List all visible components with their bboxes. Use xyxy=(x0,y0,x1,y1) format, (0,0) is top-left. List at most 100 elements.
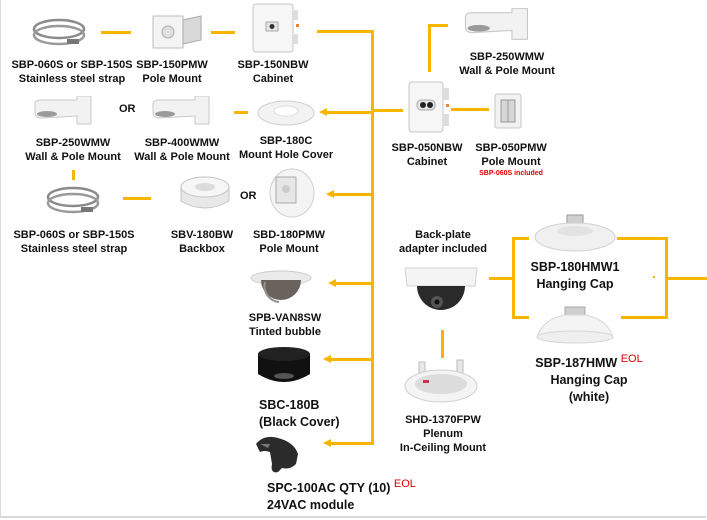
arrow-to-100ac xyxy=(323,439,331,447)
product-desc: Stainless steel strap xyxy=(18,73,126,85)
label-wall-250wmw-right: SBP-250WMW Wall & Pole Mount xyxy=(455,50,559,78)
stainless-steel-strap-icon xyxy=(46,186,100,214)
connector-main-to-180pmw xyxy=(334,193,373,196)
dome-camera-icon xyxy=(404,267,478,310)
connector-cabinet-to-main xyxy=(317,30,374,33)
stainless-steel-strap-icon xyxy=(32,18,86,46)
tinted-bubble-van8sw-icon xyxy=(250,270,312,303)
label-cabinet-050nbw: SBP-050NBW Cabinet xyxy=(387,141,467,169)
connector-strap-to-backbox xyxy=(123,197,151,200)
product-model: SHD-1370FPW xyxy=(405,414,481,426)
left-bracket-bottom xyxy=(512,316,529,319)
connector-main-to-050nbw xyxy=(373,109,403,112)
product-model: SBP-150NBW xyxy=(237,59,309,71)
label-strap-bottom: SBP-060S or SBP-150S Stainless steel str… xyxy=(11,228,137,256)
product-model: SBP-180HMW1 xyxy=(530,260,620,274)
label-pole-180pmw: SBD-180PMW Pole Mount xyxy=(247,228,331,256)
product-desc: Hanging Cap xyxy=(550,373,628,388)
pole-mount-050pmw-icon xyxy=(494,93,522,129)
right-bracket-bottom xyxy=(621,316,667,319)
or-label: OR xyxy=(119,103,136,115)
label-pole-150pmw: SBP-150PMW Pole Mount xyxy=(132,58,212,86)
arrow-to-180pmw xyxy=(326,190,334,198)
product-model: SBP-050PMW xyxy=(475,142,547,154)
arrow-to-180b xyxy=(323,355,331,363)
black-cover-180b-icon xyxy=(258,347,310,382)
product-model: SBC-180B xyxy=(259,398,320,412)
product-desc: Cabinet xyxy=(406,156,448,168)
label-wall-250wmw-left: SBP-250WMW Wall & Pole Mount xyxy=(21,136,125,164)
label-module-100ac: SPC-100AC QTY (10) EOL 24VAC module xyxy=(267,476,416,514)
connector-main-to-180c xyxy=(327,111,373,114)
label-cabinet-150nbw: SBP-150NBW Cabinet xyxy=(233,58,313,86)
product-model: SBP-060S or SBP-150S xyxy=(13,229,135,241)
wall-mount-400wmw-icon xyxy=(152,96,210,125)
right-bracket-top xyxy=(617,237,667,240)
left-bracket-vertical xyxy=(512,237,515,317)
product-desc: Hanging Cap xyxy=(536,277,614,291)
product-desc: In-Ceiling Mount xyxy=(399,442,487,454)
plenum-in-ceiling-mount-icon xyxy=(404,359,478,403)
left-bracket-top xyxy=(512,237,529,240)
connector-strap-to-pole xyxy=(101,31,131,34)
pole-mount-180pmw-icon xyxy=(269,168,315,218)
connector-camera-to-plenum xyxy=(441,330,444,358)
product-model: SPC-100AC QTY (10) xyxy=(267,481,391,496)
label-backbox-180bw: SBV-180BW Backbox xyxy=(165,228,239,256)
product-desc: Tinted bubble xyxy=(249,326,321,338)
or-label: OR xyxy=(240,190,257,202)
product-model: SBP-060S or SBP-150S xyxy=(11,59,133,71)
bracket-dot xyxy=(653,276,655,278)
product-desc: Cabinet xyxy=(252,73,294,85)
connector-050nbw-to-050pmw xyxy=(451,108,489,111)
pole-mount-150pmw-icon xyxy=(152,15,202,49)
connector-400wmw-to-180c xyxy=(234,111,248,114)
label-bubble-van8sw: SPB-VAN8SW Tinted bubble xyxy=(247,311,323,339)
product-desc: Pole Mount xyxy=(259,243,319,255)
arrow-to-bubble xyxy=(328,279,336,287)
hanging-cap-187hmw-icon xyxy=(536,306,614,344)
main-vertical-trunk xyxy=(371,30,374,445)
product-desc: Wall & Pole Mount xyxy=(134,151,230,163)
product-model: SBP-150PMW xyxy=(136,59,208,71)
product-model: SPB-VAN8SW xyxy=(248,312,322,324)
product-desc: Plenum xyxy=(423,428,463,440)
connector-main-to-bubble xyxy=(336,282,373,285)
24vac-module-100ac-icon xyxy=(256,436,298,473)
product-desc: (white) xyxy=(568,390,610,405)
connector-main-to-100ac xyxy=(331,442,373,445)
hanging-cap-180hmw1-icon xyxy=(534,214,616,252)
right-bracket-out xyxy=(665,277,707,280)
backbox-180bw-icon xyxy=(180,176,230,209)
label-camera-note: Back-plate adapter included xyxy=(393,228,493,256)
eol-badge: EOL xyxy=(393,478,416,490)
product-desc: Mount Hole Cover xyxy=(239,149,334,161)
mount-hole-cover-180c-icon xyxy=(257,100,315,126)
label-wall-400wmw: SBP-400WMW Wall & Pole Mount xyxy=(130,136,234,164)
product-desc: Wall & Pole Mount xyxy=(25,151,121,163)
connector-050nbw-to-250wmw-h xyxy=(428,24,448,27)
wall-mount-250wmw-icon xyxy=(34,96,92,125)
product-model: SBP-250WMW xyxy=(35,137,111,149)
label-strap-top: SBP-060S or SBP-150S Stainless steel str… xyxy=(9,58,135,86)
product-desc: Backbox xyxy=(179,243,225,255)
product-desc: Wall & Pole Mount xyxy=(459,65,555,77)
product-model: SBP-250WMW xyxy=(469,51,545,63)
product-desc: 24VAC module xyxy=(267,498,355,513)
product-model: SBP-187HMW xyxy=(535,356,618,371)
product-model: SBP-050NBW xyxy=(391,142,463,154)
product-model: SBP-180C xyxy=(259,135,313,147)
label-cap-180hmw1: SBP-180HMW1 Hanging Cap xyxy=(521,259,629,293)
product-desc: (Black Cover) xyxy=(259,415,340,429)
connector-050nbw-to-250wmw-v xyxy=(428,24,431,72)
product-desc: Stainless steel strap xyxy=(20,243,128,255)
connector-250wmw-to-strap xyxy=(72,170,75,180)
connector-camera-to-bracket xyxy=(489,277,513,280)
product-note: SBP-060S included xyxy=(479,170,543,177)
cabinet-150nbw-icon xyxy=(252,3,299,53)
wall-mount-250wmw-icon xyxy=(464,8,529,40)
product-desc: Pole Mount xyxy=(481,156,541,168)
label-pole-050pmw: SBP-050PMW Pole Mount SBP-060S included xyxy=(471,141,551,178)
label-cap-187hmw: SBP-187HMW EOL Hanging Cap (white) xyxy=(527,351,651,406)
